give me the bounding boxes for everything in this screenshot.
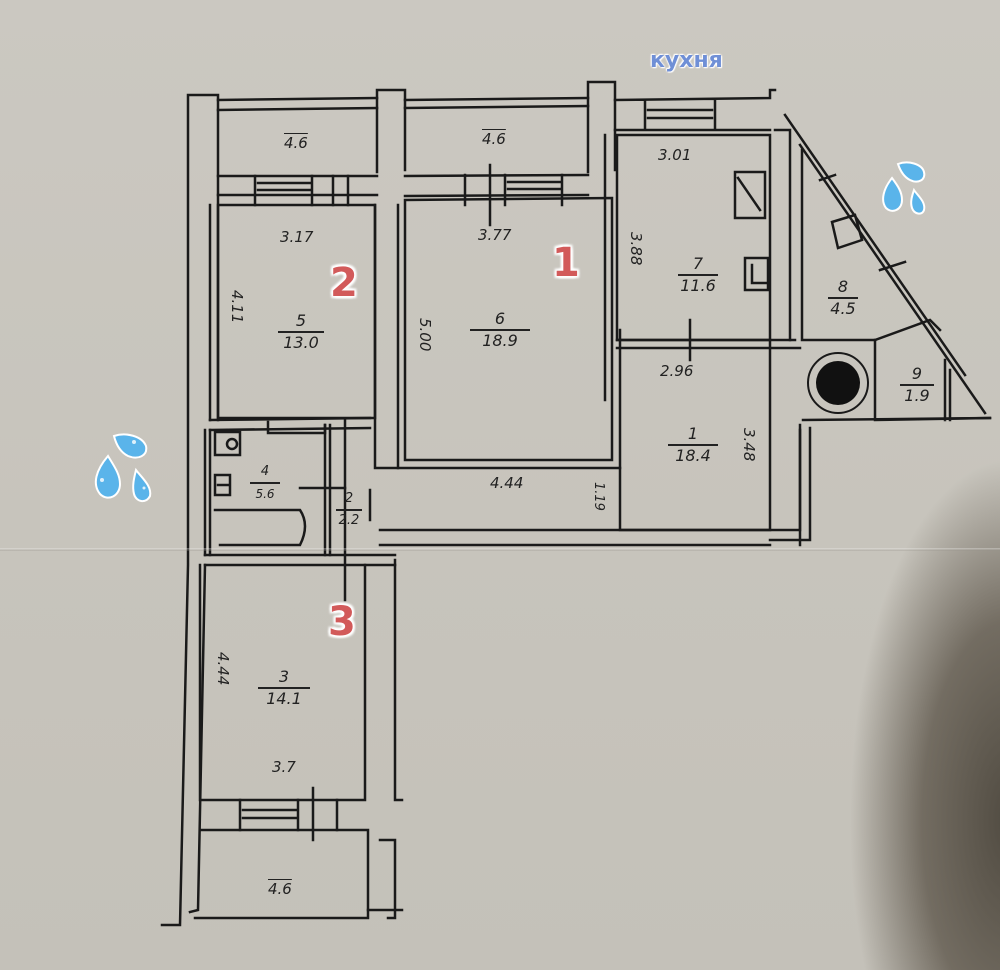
room-9-label: 9 1.9 <box>900 365 934 405</box>
hallway-length: 4.44 <box>490 474 524 492</box>
room-number: 2 <box>344 491 354 506</box>
room-6-label: 6 18.9 <box>470 310 530 350</box>
room-1-width: 2.96 <box>660 362 694 380</box>
fraction-bar <box>278 331 324 333</box>
room-5-length: 4.11 <box>228 290 246 324</box>
room-6-width: 3.77 <box>478 226 512 244</box>
room-1-label: 1 18.4 <box>668 425 718 465</box>
fraction-bar <box>678 274 718 276</box>
room-area: 18.9 <box>482 330 518 350</box>
room-number: 1 <box>687 424 699 443</box>
room-7-label: 7 11.6 <box>678 255 718 295</box>
room-area: 1.9 <box>904 385 930 405</box>
fraction-bar <box>258 687 310 689</box>
fraction-bar <box>900 384 934 386</box>
room-area: 5.6 <box>255 486 275 501</box>
room-6-length: 5.00 <box>416 318 434 352</box>
water-drops-icon <box>882 161 926 215</box>
room-badge-1: 1 <box>552 240 580 286</box>
room-number: 9 <box>911 364 923 383</box>
room-1-length: 3.48 <box>740 428 758 462</box>
room-4-label: 4 5.6 <box>250 463 280 503</box>
fraction-bar <box>250 482 280 484</box>
room-7-width: 3.01 <box>658 146 692 164</box>
room-number: 4 <box>260 464 270 479</box>
room-5-width: 3.17 <box>280 228 314 246</box>
room-number: 5 <box>295 311 307 330</box>
room-number: 7 <box>692 254 704 273</box>
paper-fold-line <box>0 548 1000 551</box>
balcony-area-label: 4.6 <box>284 134 308 152</box>
room-number: 6 <box>494 309 506 328</box>
room-7-length: 3.88 <box>627 232 645 266</box>
fraction-bar <box>668 444 718 446</box>
room-2-label: 2 2.2 <box>336 490 362 530</box>
room-area: 13.0 <box>283 332 319 352</box>
room-area: 14.1 <box>266 688 302 708</box>
hallway-width: 1.19 <box>591 482 606 511</box>
room-3-label: 3 14.1 <box>258 668 310 708</box>
room-number: 8 <box>837 277 849 296</box>
kitchen-label: кухня <box>650 48 723 73</box>
room-8-label: 8 4.5 <box>828 278 858 318</box>
room-3-length: 4.44 <box>214 652 232 686</box>
room-area: 11.6 <box>680 275 716 295</box>
room-badge-2: 2 <box>330 260 358 306</box>
water-drops-icon <box>94 433 152 502</box>
fraction-bar <box>470 329 530 331</box>
room-5-label: 5 13.0 <box>278 312 324 352</box>
fraction-bar <box>828 297 858 299</box>
room-number: 3 <box>278 667 290 686</box>
balcony-area-label: 4.6 <box>268 880 292 898</box>
fraction-bar <box>336 509 362 511</box>
room-area: 4.5 <box>830 298 856 318</box>
room-area: 2.2 <box>338 512 360 528</box>
room-badge-3: 3 <box>328 599 356 645</box>
balcony-area-label: 4.6 <box>482 130 506 148</box>
room-3-width: 3.7 <box>272 758 296 776</box>
room-area: 18.4 <box>675 445 711 465</box>
